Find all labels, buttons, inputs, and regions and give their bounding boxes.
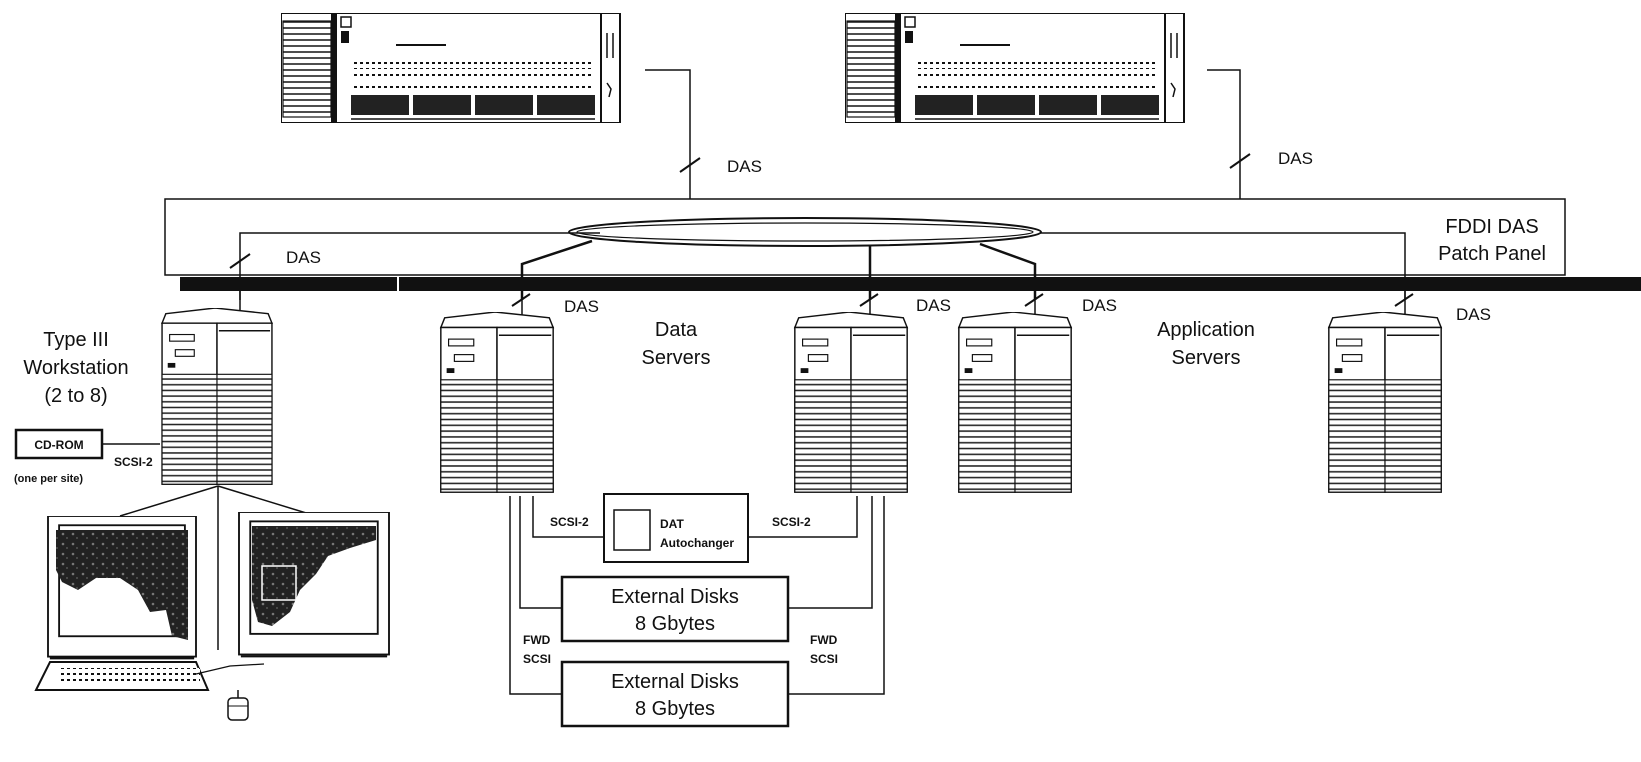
hub-left-link (645, 69, 691, 215)
scsi2-label-right: SCSI-2 (772, 515, 811, 529)
app-server-1 (958, 312, 1072, 493)
das-label-app-server-2: DAS (1456, 305, 1491, 324)
das-label-hub-left: DAS (727, 157, 762, 176)
keyboard (34, 661, 265, 691)
workstation-tower (161, 308, 273, 485)
external-disks-1 (560, 575, 790, 643)
data-servers-label-2: Servers (642, 347, 711, 369)
scsi-label-left: SCSI (523, 652, 551, 666)
ext-disks-2-label-1: External Disks (611, 671, 739, 693)
das-label-workstation: DAS (286, 248, 321, 267)
app-server-2 (1328, 312, 1442, 493)
mouse (227, 690, 249, 721)
fwd-label-right: FWD (810, 633, 838, 647)
rack-hub-left (281, 13, 623, 123)
ext-disks-1-label-2: 8 Gbytes (635, 613, 715, 635)
data-server-1 (440, 312, 554, 493)
fddi-ring (568, 217, 1042, 247)
type3-label-3: (2 to 8) (44, 385, 107, 407)
app-servers-label-1: Application (1157, 319, 1255, 341)
data-server-2 (794, 312, 908, 493)
ext-disks-2-label-2: 8 Gbytes (635, 698, 715, 720)
patch-panel (164, 198, 1566, 276)
dat-label-2: Autochanger (660, 536, 734, 550)
das-label-data-server-1: DAS (564, 297, 599, 316)
patch-panel-label-2: Patch Panel (1438, 243, 1546, 265)
ext-disks-1-label-1: External Disks (611, 586, 739, 608)
monitor-left (46, 516, 198, 660)
cdrom-label: CD-ROM (34, 438, 83, 452)
type3-label-2: Workstation (23, 357, 128, 379)
fddi-backbone-bar (180, 277, 1641, 291)
cdrom-note: (one per site) (14, 473, 83, 485)
das-label-data-server-2: DAS (916, 296, 951, 315)
data-servers-label-1: Data (655, 319, 698, 341)
app-servers-label-2: Servers (1172, 347, 1241, 369)
das-label-hub-right: DAS (1278, 149, 1313, 168)
patch-panel-label-1: FDDI DAS (1445, 216, 1538, 238)
fwd-label-left: FWD (523, 633, 551, 647)
rack-hub-right (845, 13, 1187, 123)
scsi-label-right: SCSI (810, 652, 838, 666)
monitor-right (238, 512, 390, 658)
type3-label-1: Type III (43, 329, 109, 351)
scsi2-label-left: SCSI-2 (550, 515, 589, 529)
dat-label-1: DAT (660, 517, 684, 531)
das-label-app-server-1: DAS (1082, 296, 1117, 315)
scsi2-label-workstation: SCSI-2 (114, 455, 153, 469)
